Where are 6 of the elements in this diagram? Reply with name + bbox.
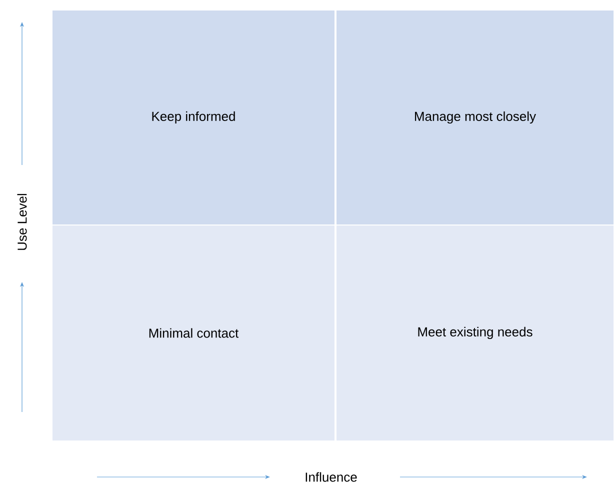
axis-label: Influence (306, 472, 357, 482)
quadrant-box: Minimal contact (52, 224, 336, 442)
quadrant-box: Keep informed (52, 10, 336, 226)
axis-label: Use Level (17, 194, 27, 250)
quadrant-box: Manage most closely (336, 10, 614, 226)
quadrant-box: Meet existing needs (336, 224, 614, 442)
